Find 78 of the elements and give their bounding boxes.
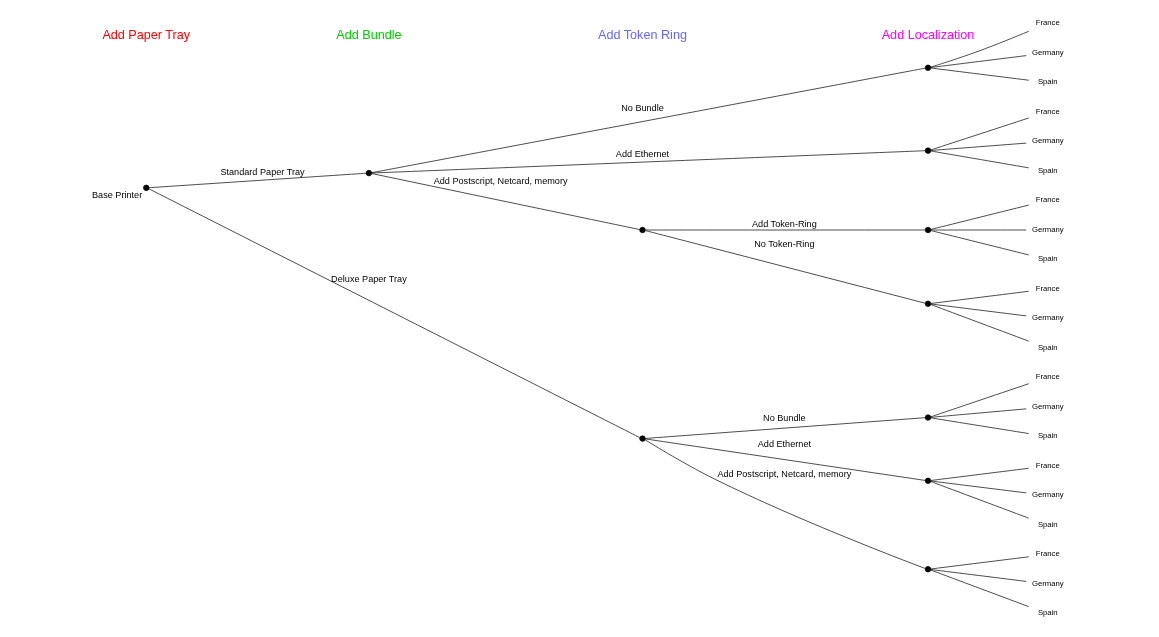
node-circle (638, 226, 646, 234)
connector (929, 481, 1029, 519)
connector (644, 417, 925, 439)
node-text: Germany (1031, 224, 1064, 234)
node-text: France (1035, 18, 1060, 28)
connector (644, 439, 926, 569)
node-text: Germany (1031, 578, 1064, 588)
node-text: France (1035, 106, 1060, 116)
node-text: Spain (1037, 342, 1058, 352)
label: Add Token Ring (597, 28, 687, 43)
node-text: France (1035, 372, 1060, 382)
connector (371, 67, 926, 174)
label: Add Bundle (335, 28, 402, 43)
node-text: Spain (1037, 254, 1058, 264)
connector (644, 230, 925, 304)
label: Add Paper Tray (101, 28, 190, 43)
connector (644, 438, 925, 481)
node-text: Germany (1031, 313, 1064, 323)
node-circle (365, 170, 372, 177)
node-circle (924, 477, 931, 484)
label: Add Localization (881, 28, 974, 43)
node-text: Spain (1037, 77, 1058, 87)
connector (930, 150, 1029, 169)
node-label: Base Printer (91, 189, 142, 200)
edge-label: Add Ethernet (757, 439, 811, 450)
connector (930, 229, 1027, 231)
node-circle (924, 414, 931, 421)
edge-label: Add Postscript, Netcard, memory (433, 175, 568, 186)
connector (930, 303, 1027, 317)
node-text: Spain (1037, 608, 1058, 618)
connector (929, 383, 1029, 418)
node-text: Germany (1031, 136, 1064, 146)
connector (930, 480, 1027, 494)
edge-label: No Bundle (762, 412, 806, 423)
node-circle (924, 64, 931, 71)
edge-label: Add Ethernet (615, 149, 669, 160)
connector (644, 229, 925, 231)
node-text: Germany (1031, 401, 1064, 411)
node-text: France (1035, 195, 1060, 205)
node-text: Spain (1037, 519, 1058, 529)
connector (930, 55, 1027, 68)
node-text: France (1035, 549, 1060, 559)
node-circle (924, 147, 931, 154)
edge-label: No Token-Ring (753, 239, 814, 250)
node-circle (638, 435, 646, 442)
connector (148, 172, 366, 189)
connector (930, 467, 1029, 481)
node-text: France (1035, 283, 1060, 293)
edge-label: Add Token-Ring (751, 219, 817, 230)
connector (929, 117, 1029, 151)
connector (930, 67, 1029, 81)
connector (371, 173, 640, 230)
connector (371, 150, 926, 174)
node-text: France (1035, 460, 1060, 470)
connector (930, 290, 1029, 304)
node-circle (924, 300, 931, 307)
connector (930, 408, 1027, 418)
connector (930, 142, 1027, 151)
connector (930, 30, 1029, 68)
connector (930, 417, 1029, 434)
connector (930, 569, 1027, 582)
edge-label: Deluxe Paper Tray (330, 273, 407, 284)
connector (148, 188, 640, 438)
node-circle (924, 226, 931, 234)
connector (929, 230, 1029, 256)
node-text: Germany (1031, 490, 1064, 500)
connector (929, 569, 1029, 607)
node-text: Spain (1037, 165, 1058, 175)
node-circle (142, 184, 149, 191)
edge-label: Add Postscript, Netcard, memory (716, 468, 851, 479)
node-circle (924, 566, 931, 573)
edge-label: No Bundle (620, 102, 664, 113)
connector (929, 204, 1029, 230)
node-text: Germany (1031, 47, 1064, 57)
edge-label: Standard Paper Tray (219, 166, 305, 177)
connector (929, 304, 1029, 342)
node-text: Spain (1037, 431, 1058, 441)
connector (930, 556, 1029, 570)
